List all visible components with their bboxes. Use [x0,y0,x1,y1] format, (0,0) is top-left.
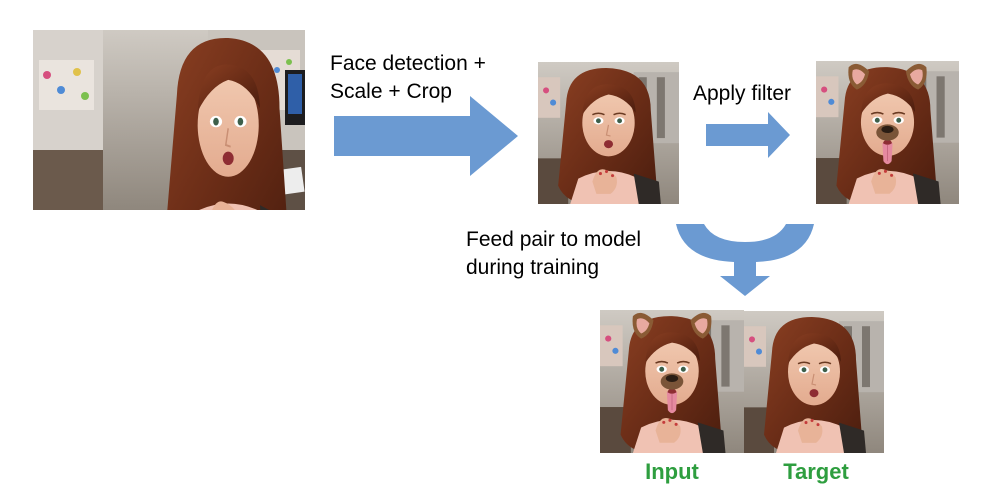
apply-filter-label: Apply filter [693,82,792,105]
arrow-merge-pair [676,224,814,296]
cropped-face-photo [538,62,679,204]
arrow-detect-crop [334,96,518,176]
arrow-detect-crop-shape [334,96,518,176]
arrow-merge-head [720,260,770,296]
input-caption: Input [645,459,699,484]
filtered-face-photo [816,61,959,204]
arrow-apply-filter [706,112,790,158]
arrow-merge-curve [676,224,814,262]
face-detection-label-line2: Scale + Crop [330,80,452,103]
input-photo [600,310,744,453]
feed-pair-label-line1: Feed pair to model [466,228,642,251]
input-photo-graphic [600,310,744,453]
feed-pair-label: Feed pair to model during training [466,226,641,282]
face-detection-label: Face detection + Scale + Crop [330,50,486,106]
filtered-face-graphic [816,61,959,204]
arrow-apply-filter-shape [706,112,790,158]
original-photo [33,30,305,210]
target-photo [744,311,884,453]
target-caption: Target [783,459,849,484]
face-detection-label-line1: Face detection + [330,52,486,75]
feed-pair-label-line2: during training [466,256,600,279]
original-photo-graphic [33,30,305,210]
cropped-face-graphic [538,62,679,204]
target-photo-graphic [744,311,884,453]
